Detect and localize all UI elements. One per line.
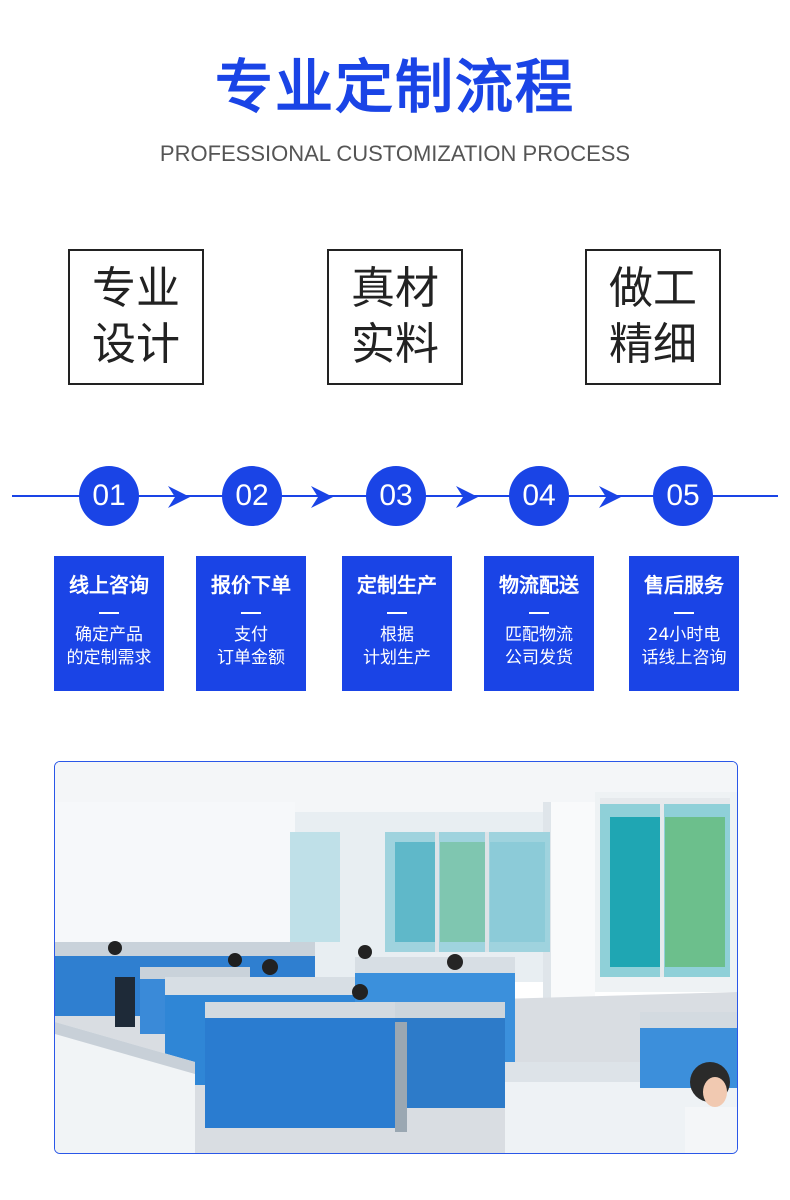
feature-line-2: 实料: [351, 319, 439, 370]
step-description: 匹配物流 公司发货: [505, 624, 573, 670]
office-illustration: [55, 762, 737, 1153]
step-title: 售后服务: [644, 573, 724, 597]
step-card-consult: 线上咨询 确定产品 的定制需求: [54, 556, 164, 691]
step-title: 定制生产: [357, 573, 437, 597]
feature-box-material: 真材 实料: [327, 249, 463, 385]
step-desc-line: 支付: [234, 625, 268, 645]
feature-line-2: 设计: [92, 319, 180, 370]
page-title: 专业定制流程: [214, 53, 575, 121]
step-card-after-sales: 售后服务 24小时电 话线上咨询: [629, 556, 739, 691]
step-card-delivery: 物流配送 匹配物流 公司发货: [484, 556, 594, 691]
step-desc-line: 计划生产: [363, 648, 431, 668]
step-number-badge: 01: [79, 466, 139, 526]
divider: [241, 612, 261, 614]
step-desc-line: 公司发货: [505, 648, 573, 668]
arrow-right-icon: [311, 486, 333, 508]
step-number-badge: 05: [653, 466, 713, 526]
step-card-production: 定制生产 根据 计划生产: [342, 556, 452, 691]
page-subtitle: PROFESSIONAL CUSTOMIZATION PROCESS: [159, 141, 631, 166]
step-desc-line: 话线上咨询: [641, 648, 727, 668]
step-title: 物流配送: [499, 573, 579, 597]
step-desc-line: 24小时电: [647, 625, 721, 645]
step-desc-line: 根据: [380, 625, 414, 645]
step-title: 线上咨询: [69, 573, 149, 597]
step-card-order: 报价下单 支付 订单金额: [196, 556, 306, 691]
step-title: 报价下单: [211, 573, 291, 597]
step-desc-line: 订单金额: [217, 648, 285, 668]
step-number-badge: 04: [509, 466, 569, 526]
step-desc-line: 匹配物流: [505, 625, 573, 645]
step-description: 根据 计划生产: [363, 624, 431, 670]
divider: [674, 612, 694, 614]
step-description: 确定产品 的定制需求: [67, 624, 152, 670]
divider: [99, 612, 119, 614]
arrow-right-icon: [599, 486, 621, 508]
divider: [387, 612, 407, 614]
step-description: 24小时电 话线上咨询: [642, 624, 727, 670]
arrow-right-icon: [456, 486, 478, 508]
divider: [529, 612, 549, 614]
step-number-badge: 02: [222, 466, 282, 526]
feature-line-1: 真材: [351, 263, 439, 314]
feature-line-1: 专业: [92, 263, 180, 314]
step-desc-line: 的定制需求: [66, 648, 152, 668]
feature-box-design: 专业 设计: [68, 249, 204, 385]
step-desc-line: 确定产品: [75, 625, 143, 645]
arrow-right-icon: [168, 486, 190, 508]
feature-line-1: 做工: [609, 263, 697, 314]
step-number-badge: 03: [366, 466, 426, 526]
feature-line-2: 精细: [609, 319, 697, 370]
office-workspace-photo: [54, 761, 738, 1154]
feature-box-craftsmanship: 做工 精细: [585, 249, 721, 385]
step-description: 支付 订单金额: [217, 624, 285, 670]
